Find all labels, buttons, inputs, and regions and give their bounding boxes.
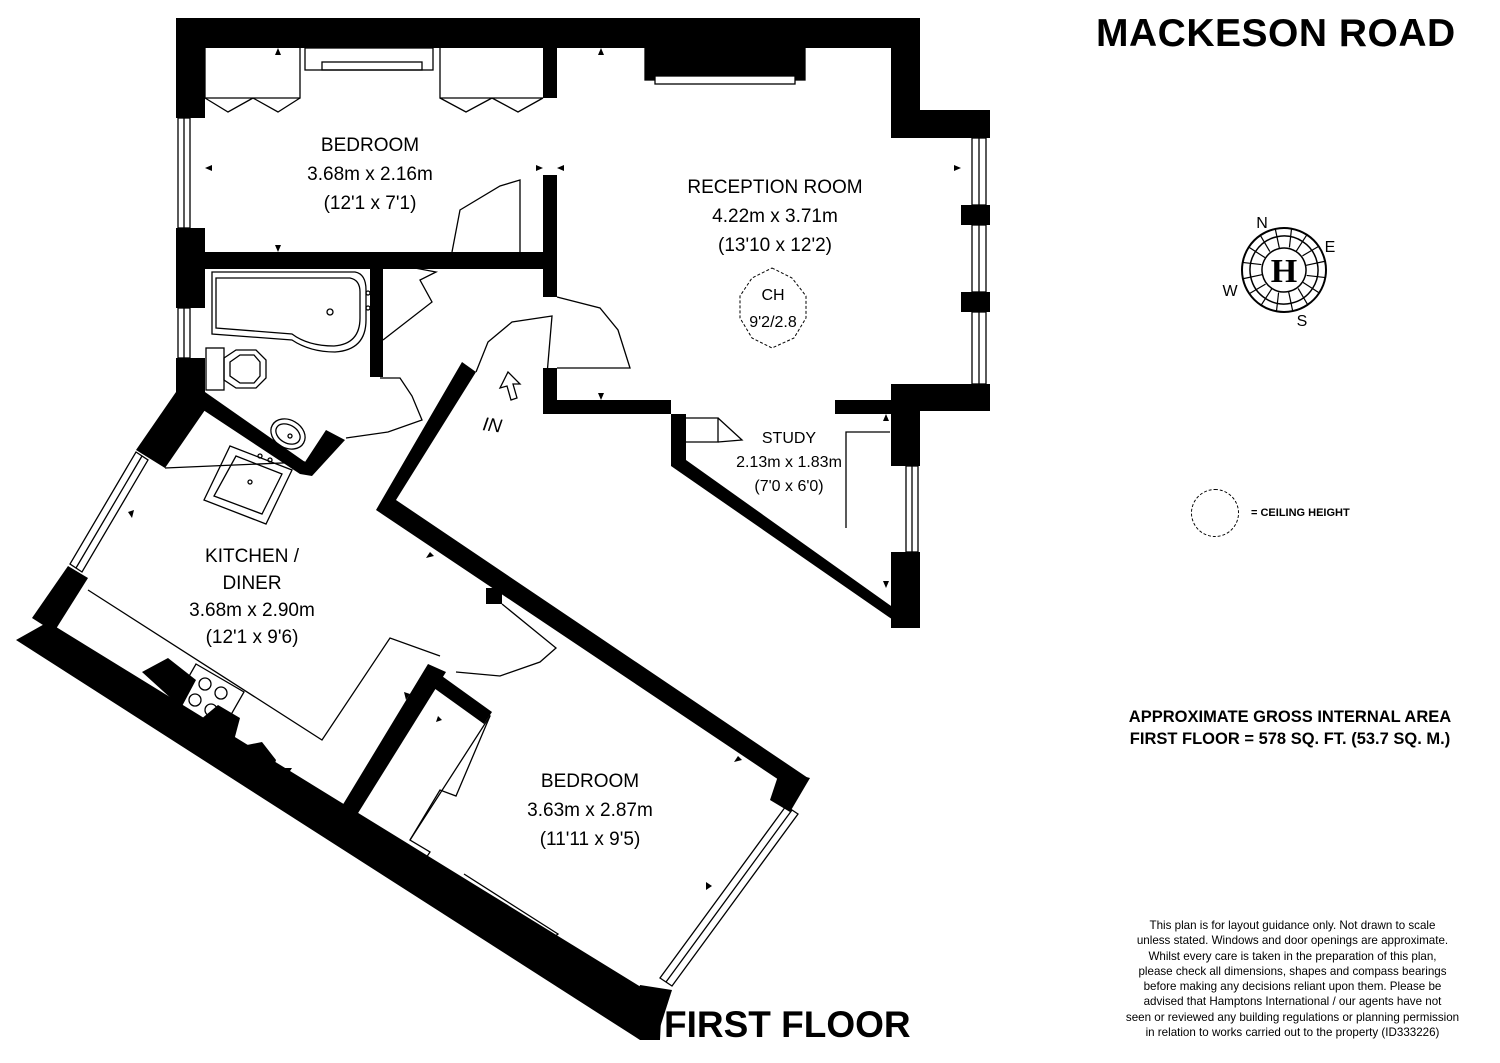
dashed-circle-icon <box>1191 489 1239 537</box>
compass-west: W <box>1222 283 1238 300</box>
disclaimer-line: This plan is for layout guidance only. N… <box>1149 919 1436 932</box>
room-kitchen-diner: KITCHEN / DINER 3.68m x 2.90m (12'1 x 9'… <box>189 546 315 648</box>
ceiling-height-legend: = CEILING HEIGHT <box>1191 488 1350 538</box>
room-study: STUDY 2.13m x 1.83m (7'0 x 6'0) <box>736 430 842 495</box>
compass-icon <box>1241 227 1327 313</box>
svg-text:9'2/2.8: 9'2/2.8 <box>749 314 797 331</box>
angled-walls <box>16 362 920 1040</box>
svg-text:(12'1 x 9'6): (12'1 x 9'6) <box>206 627 299 648</box>
gross-internal-area: APPROXIMATE GROSS INTERNAL AREA FIRST FL… <box>1090 706 1490 750</box>
disclaimer-line: unless stated. Windows and door openings… <box>1136 934 1449 948</box>
compass-north: N <box>1256 215 1268 232</box>
svg-text:(7'0 x 6'0): (7'0 x 6'0) <box>754 478 823 495</box>
disclaimer: This plan is for layout guidance only. N… <box>1085 918 1500 1040</box>
svg-text:BEDROOM: BEDROOM <box>321 135 419 156</box>
svg-text:STUDY: STUDY <box>762 430 817 447</box>
svg-text:BEDROOM: BEDROOM <box>541 771 639 792</box>
disclaimer-line: advised that Hamptons International / ou… <box>1143 995 1442 1009</box>
area-line-2: FIRST FLOOR = 578 SQ. FT. (53.7 SQ. M.) <box>1129 730 1451 748</box>
property-title: MACKESON ROAD <box>1096 12 1456 55</box>
svg-text:(12'1 x 7'1): (12'1 x 7'1) <box>324 193 417 214</box>
svg-text:2.13m x 1.83m: 2.13m x 1.83m <box>736 454 842 471</box>
fixtures <box>69 47 987 1003</box>
svg-text:3.63m x 2.87m: 3.63m x 2.87m <box>527 800 653 821</box>
disclaimer-line: please check all dimensions, shapes and … <box>1138 964 1447 978</box>
svg-text:(11'11 x 9'5): (11'11 x 9'5) <box>540 829 641 850</box>
compass-logo: H <box>1271 253 1297 290</box>
room-reception: RECEPTION ROOM 4.22m x 3.71m (13'10 x 12… <box>687 177 862 256</box>
legend-text: = CEILING HEIGHT <box>1251 507 1350 519</box>
svg-text:3.68m x 2.90m: 3.68m x 2.90m <box>189 600 315 621</box>
disclaimer-line: Whilst every care is taken in the prepar… <box>1148 949 1437 963</box>
walls <box>176 18 990 628</box>
svg-text:CH: CH <box>761 287 784 304</box>
disclaimer-line: before making any decisions reliant upon… <box>1143 980 1442 994</box>
room-bedroom-2: BEDROOM 3.63m x 2.87m (11'11 x 9'5) <box>527 771 653 850</box>
disclaimer-line: in relation to works carried out to the … <box>1145 1026 1440 1040</box>
compass-east: E <box>1325 239 1336 256</box>
ceiling-height-marker: CH 9'2/2.8 <box>739 267 807 349</box>
svg-text:(13'10 x 12'2): (13'10 x 12'2) <box>718 235 832 256</box>
area-line-1: APPROXIMATE GROSS INTERNAL AREA <box>1128 708 1452 726</box>
floor-title: FIRST FLOOR <box>664 1004 911 1045</box>
entrance-arrow-icon <box>498 370 522 401</box>
disclaimer-line: seen or reviewed any building regulation… <box>1125 1010 1460 1024</box>
svg-text:4.22m x 3.71m: 4.22m x 3.71m <box>712 206 838 227</box>
svg-text:3.68m x 2.16m: 3.68m x 2.16m <box>307 164 433 185</box>
entrance-label: IN <box>481 414 503 437</box>
compass-south: S <box>1297 313 1308 330</box>
svg-text:KITCHEN /: KITCHEN / <box>205 546 300 567</box>
svg-text:RECEPTION ROOM: RECEPTION ROOM <box>687 177 862 198</box>
room-bedroom-1: BEDROOM 3.68m x 2.16m (12'1 x 7'1) <box>307 135 433 214</box>
svg-text:DINER: DINER <box>222 573 281 594</box>
dimension-ticks <box>128 48 961 976</box>
